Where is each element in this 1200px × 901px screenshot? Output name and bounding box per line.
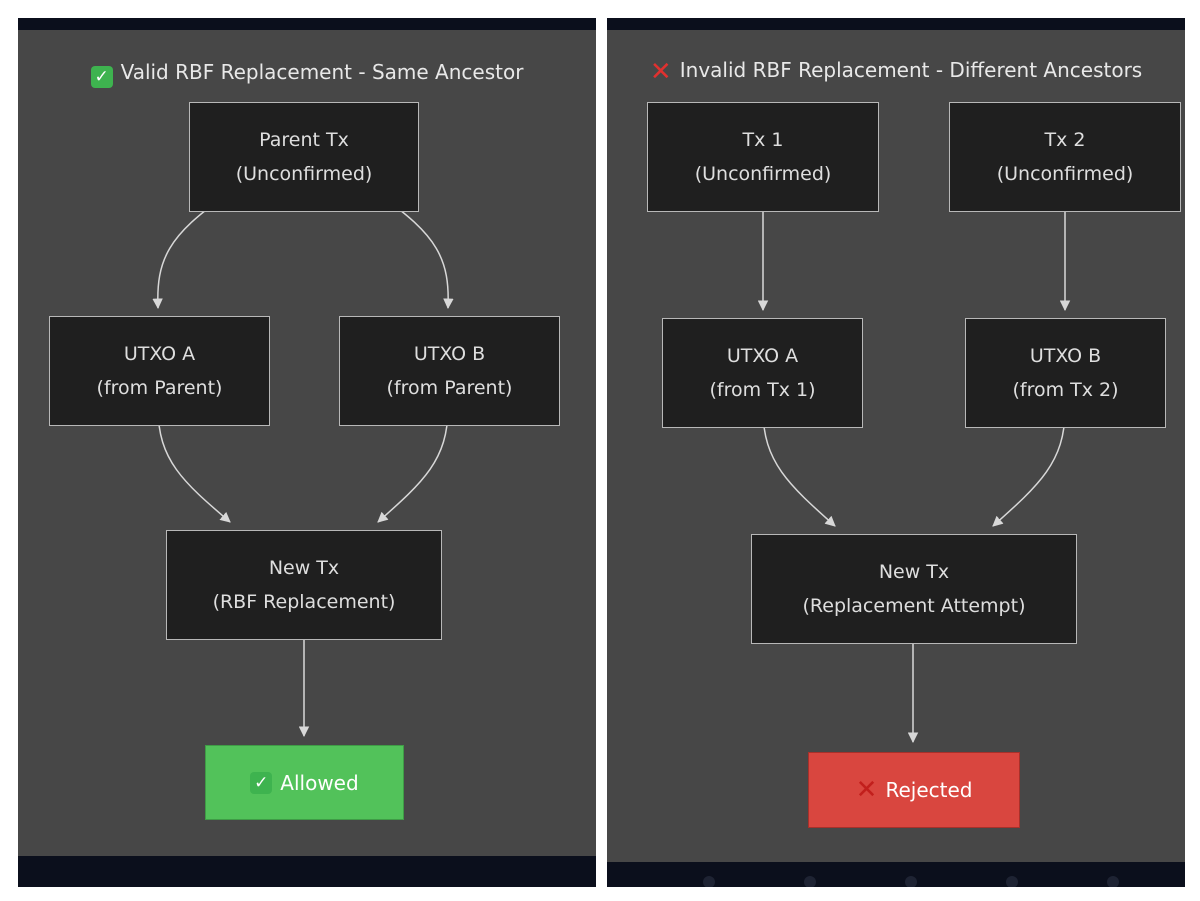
node-line-1: New Tx xyxy=(268,557,340,579)
node-line-2: (Unconfirmed) xyxy=(694,163,832,185)
node-line-2: (from Parent) xyxy=(96,377,223,399)
diagram-canvas: ✓Valid RBF Replacement - Same Ancestor P… xyxy=(18,30,596,856)
node-line-1: UTXO A xyxy=(726,345,799,367)
diagram-title: ✓Valid RBF Replacement - Same Ancestor xyxy=(18,60,596,88)
new-tx-node: New Tx (RBF Replacement) xyxy=(166,530,442,640)
cross-mark-icon: ✕ xyxy=(855,775,878,805)
tx2-node: Tx 2 (Unconfirmed) xyxy=(949,102,1181,212)
result-label: Rejected xyxy=(885,778,973,802)
diagram-canvas: ✕Invalid RBF Replacement - Different Anc… xyxy=(607,30,1185,862)
utxo-a-node: UTXO A (from Parent) xyxy=(49,316,270,426)
node-line-1: UTXO B xyxy=(413,343,486,365)
allowed-result-node: ✓ Allowed xyxy=(205,745,404,820)
check-mark-icon: ✓ xyxy=(90,66,113,88)
node-line-2: (Replacement Attempt) xyxy=(802,595,1026,617)
node-line-2: (Unconfirmed) xyxy=(235,163,373,185)
diagram-title: ✕Invalid RBF Replacement - Different Anc… xyxy=(649,57,1143,87)
footer-dot xyxy=(804,876,816,887)
valid-rbf-diagram-panel: ✓Valid RBF Replacement - Same Ancestor P… xyxy=(18,18,596,887)
node-line-1: UTXO B xyxy=(1029,345,1102,367)
node-line-2: (RBF Replacement) xyxy=(212,591,396,613)
node-line-1: Tx 2 xyxy=(1044,129,1086,151)
result-label: Allowed xyxy=(280,770,359,795)
utxo-a-node: UTXO A (from Tx 1) xyxy=(662,318,863,428)
check-mark-icon: ✓ xyxy=(250,771,273,794)
footer-dot xyxy=(1107,876,1119,887)
node-line-1: Tx 1 xyxy=(742,129,784,151)
node-line-2: (from Parent) xyxy=(386,377,513,399)
footer-dot xyxy=(905,876,917,887)
node-line-1: UTXO A xyxy=(123,343,196,365)
cross-mark-icon: ✕ xyxy=(649,57,672,87)
node-line-2: (Unconfirmed) xyxy=(996,163,1134,185)
utxo-b-node: UTXO B (from Parent) xyxy=(339,316,560,426)
rejected-result-node: ✕ Rejected xyxy=(808,752,1020,828)
tx1-node: Tx 1 (Unconfirmed) xyxy=(647,102,879,212)
parent-tx-node: Parent Tx (Unconfirmed) xyxy=(189,102,419,212)
node-line-2: (from Tx 1) xyxy=(709,379,816,401)
footer-dot xyxy=(703,876,715,887)
node-line-2: (from Tx 2) xyxy=(1012,379,1119,401)
footer-dot xyxy=(1006,876,1018,887)
new-tx-node: New Tx (Replacement Attempt) xyxy=(751,534,1077,644)
invalid-rbf-diagram-panel: ✕Invalid RBF Replacement - Different Anc… xyxy=(607,18,1185,887)
node-line-1: New Tx xyxy=(878,561,950,583)
utxo-b-node: UTXO B (from Tx 2) xyxy=(965,318,1166,428)
edges-layer xyxy=(757,194,1071,744)
node-line-1: Parent Tx xyxy=(259,129,349,151)
